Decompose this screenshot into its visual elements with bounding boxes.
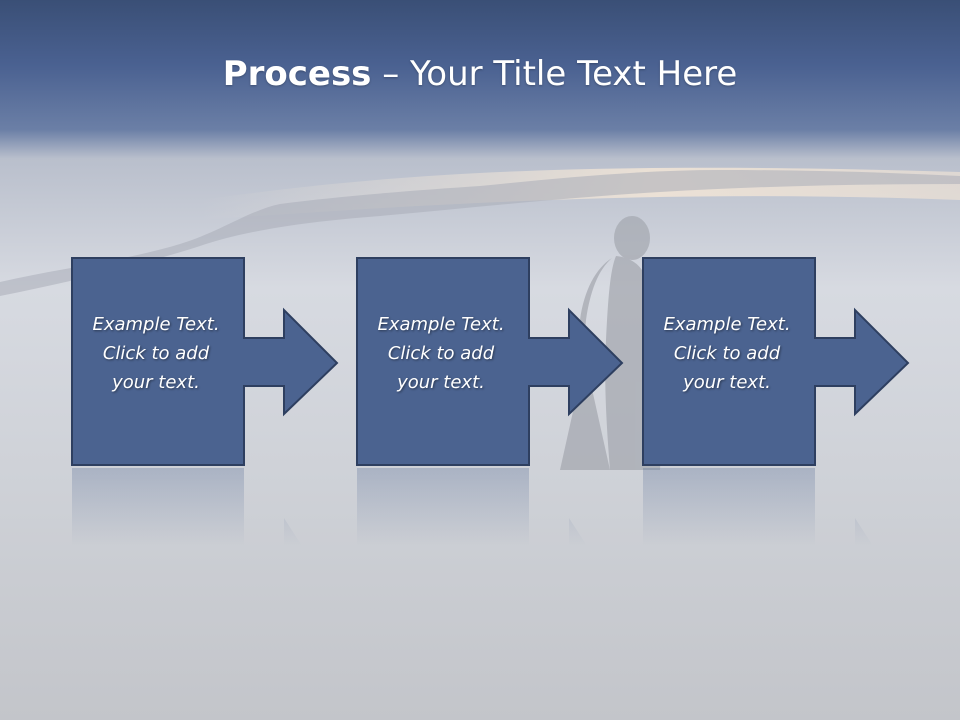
step-text-line: your text. <box>683 372 771 393</box>
process-step-3[interactable]: Example Text. Click to add your text. <box>641 256 911 468</box>
slide-title[interactable]: Process – Your Title Text Here <box>0 50 960 98</box>
step-arrow-shape <box>71 257 339 466</box>
step-text-line: Click to add <box>102 343 210 364</box>
step-reflection <box>357 468 587 546</box>
step-text-line: Click to add <box>673 343 781 364</box>
process-step-1[interactable]: Example Text. Click to add your text. <box>70 256 340 468</box>
step-reflection <box>643 468 873 546</box>
step-text-line: your text. <box>397 372 485 393</box>
title-bold-text: Process <box>222 54 372 94</box>
process-step-2[interactable]: Example Text. Click to add your text. <box>355 256 625 468</box>
step-text-line: Example Text. <box>663 314 791 335</box>
step-text-line: your text. <box>112 372 200 393</box>
title-rest-text: – Your Title Text Here <box>371 54 738 94</box>
step-text-line: Click to add <box>387 343 495 364</box>
treeline-silhouette <box>0 170 960 296</box>
step-text: Example Text. Click to add your text. <box>355 310 527 397</box>
step-reflection <box>72 468 302 546</box>
step-text: Example Text. Click to add your text. <box>641 310 813 397</box>
step-text-line: Example Text. <box>377 314 505 335</box>
step-text: Example Text. Click to add your text. <box>70 310 242 397</box>
step-text-line: Example Text. <box>92 314 220 335</box>
step-arrow-shape <box>642 257 910 466</box>
step-arrow-shape <box>356 257 624 466</box>
